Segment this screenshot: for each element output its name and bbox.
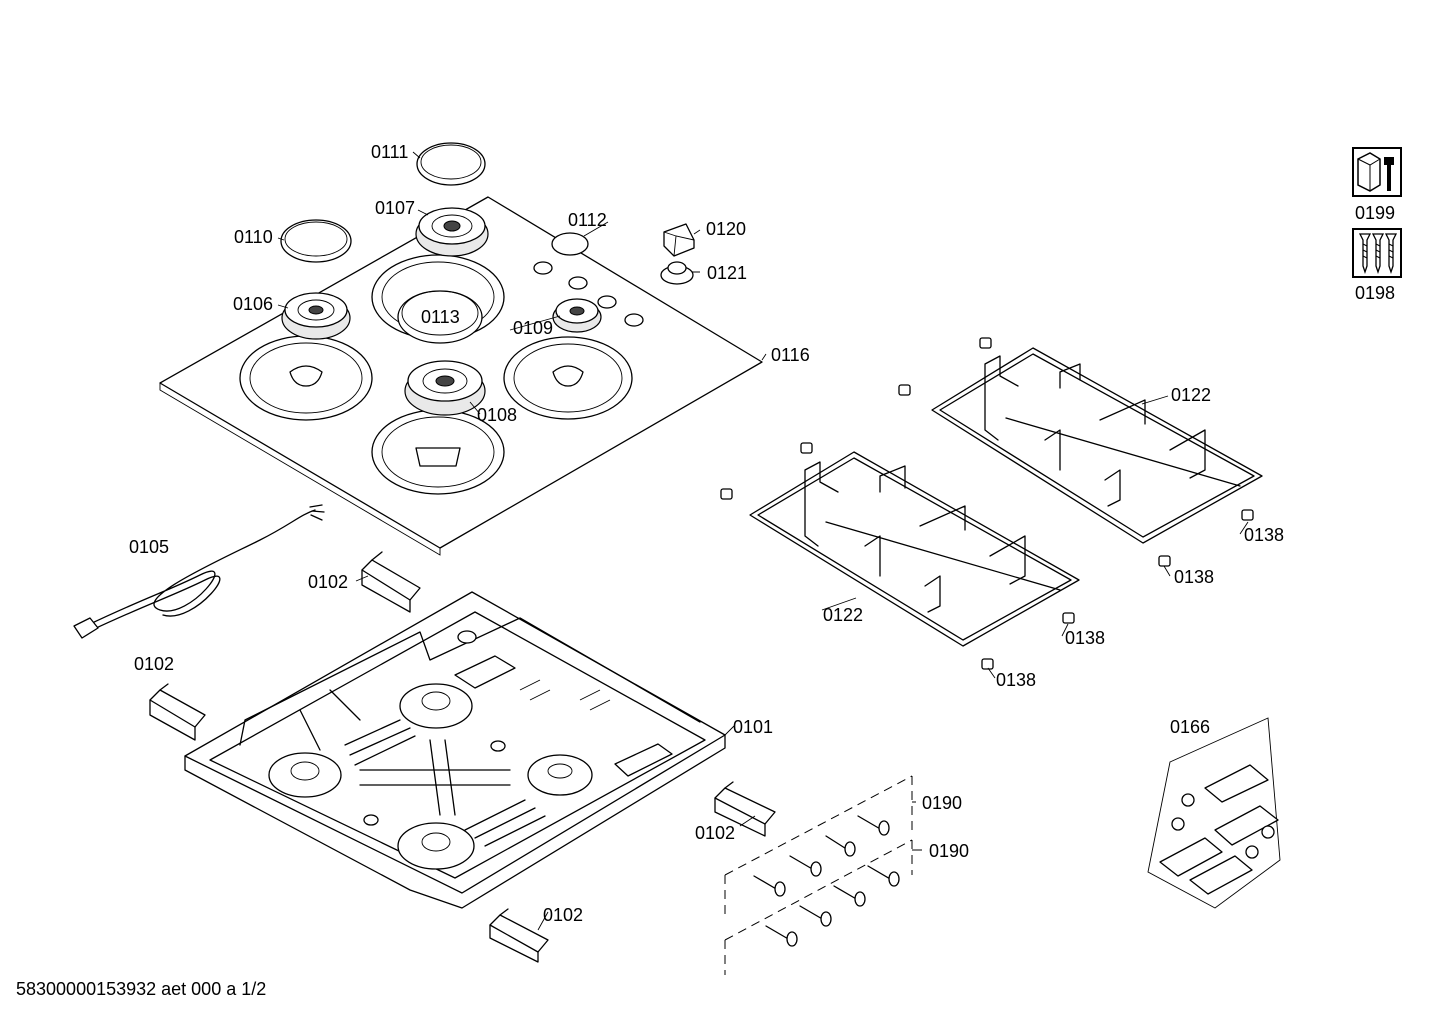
burner-0108[interactable] xyxy=(404,360,486,416)
label-0116: 0116 xyxy=(771,345,810,365)
label-0109: 0109 xyxy=(513,318,553,338)
label-0107: 0107 xyxy=(375,198,415,218)
burner-cap-0111[interactable] xyxy=(416,142,486,186)
label-0111: 0111 xyxy=(371,142,408,162)
knob-base-0121[interactable] xyxy=(660,261,694,285)
burner-0106[interactable] xyxy=(281,292,351,340)
label-0112: 0112 xyxy=(568,210,607,230)
power-cable-0105[interactable] xyxy=(73,504,325,639)
label-0102-a: 0102 xyxy=(308,572,348,592)
document-id: 58300000153932 aet 000 a 1/2 xyxy=(16,979,267,999)
burner-cap-0112[interactable] xyxy=(551,232,589,256)
clamp-0102-c[interactable] xyxy=(714,781,776,837)
hob-base-tray-0101[interactable] xyxy=(184,591,726,909)
screw-set-0190[interactable] xyxy=(724,775,913,975)
burner-0109[interactable] xyxy=(552,298,602,333)
part-labels: 0111 0107 0112 0120 0121 0110 0106 0113 … xyxy=(129,142,1284,925)
leader-lines xyxy=(277,151,1249,931)
label-0138-b: 0138 xyxy=(1174,567,1214,587)
label-0102-d: 0102 xyxy=(543,905,583,925)
label-0120: 0120 xyxy=(706,219,746,239)
label-0102-b: 0102 xyxy=(134,654,174,674)
pan-support-right[interactable] xyxy=(931,347,1263,544)
pan-support-left[interactable] xyxy=(749,451,1080,647)
label-0106: 0106 xyxy=(233,294,273,314)
burner-cap-0110[interactable] xyxy=(280,219,352,263)
label-0138-c: 0138 xyxy=(1065,628,1105,648)
label-0166: 0166 xyxy=(1170,717,1210,737)
label-0108: 0108 xyxy=(477,405,517,425)
label-0110: 0110 xyxy=(234,227,273,247)
label-0102-c: 0102 xyxy=(695,823,735,843)
clamp-0102-d[interactable] xyxy=(489,908,549,963)
icon-label-0199: 0199 xyxy=(1355,203,1396,223)
label-0190-b: 0190 xyxy=(929,841,969,861)
clamp-0102-a[interactable] xyxy=(361,551,421,613)
fixing-kit-0166[interactable] xyxy=(1147,717,1281,909)
screws-icon-graphic xyxy=(1358,233,1398,275)
label-0122-right: 0122 xyxy=(1171,385,1211,405)
label-0121: 0121 xyxy=(707,263,747,283)
label-0122-left: 0122 xyxy=(823,605,863,625)
burner-0107[interactable] xyxy=(415,207,489,257)
icon-label-0198: 0198 xyxy=(1355,283,1396,303)
label-0105: 0105 xyxy=(129,537,169,557)
label-0113: 0113 xyxy=(421,307,460,327)
burner-cap-0113[interactable] xyxy=(397,290,483,344)
screws-icon[interactable] xyxy=(1352,228,1402,278)
tool-icon-graphic xyxy=(1357,152,1394,192)
clamp-0102-b[interactable] xyxy=(149,683,206,741)
label-0138-d: 0138 xyxy=(996,670,1036,690)
label-0101: 0101 xyxy=(733,717,773,737)
control-knob-0120[interactable] xyxy=(663,223,695,257)
tool-icon[interactable] xyxy=(1352,147,1402,197)
label-0138-a: 0138 xyxy=(1244,525,1284,545)
rubber-feet[interactable] xyxy=(720,337,1254,670)
label-0190-a: 0190 xyxy=(922,793,962,813)
